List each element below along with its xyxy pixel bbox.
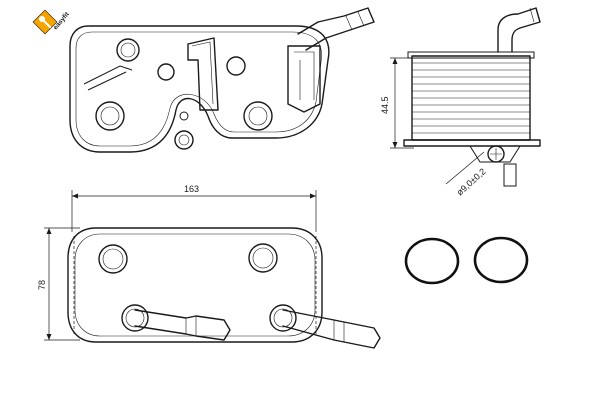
- front-fitting-left: [121, 304, 149, 332]
- top-view-body-outline: [69, 25, 330, 153]
- top-port-top-left: [116, 38, 140, 62]
- wrench-icon: [39, 16, 51, 28]
- top-mount-hole: [174, 130, 194, 150]
- front-pipe-left: [134, 309, 231, 341]
- top-view-bracket: [187, 37, 219, 111]
- thickness-dim-label: 44.5: [380, 96, 390, 114]
- top-port-top-right: [226, 56, 246, 76]
- o-ring-left: [404, 237, 460, 285]
- length-dim-label: 163: [184, 184, 199, 194]
- front-fitting-right: [269, 304, 297, 332]
- top-port-center: [157, 63, 175, 81]
- easyfit-badge: easyfit: [32, 9, 71, 35]
- side-view-fitting: [487, 145, 505, 163]
- front-port-left: [98, 244, 128, 274]
- o-ring-right: [473, 236, 529, 284]
- top-port-bottom-left: [95, 101, 125, 131]
- side-view-hose: [497, 7, 541, 53]
- cooler-side-view: 44.5 ø9,0±0,2: [380, 7, 541, 197]
- front-port-right: [248, 243, 278, 273]
- top-outlet-pipe: [297, 7, 375, 51]
- cooler-top-view: [69, 7, 375, 153]
- front-view-body-outline: [67, 227, 323, 343]
- cooler-front-view: 163 78: [37, 184, 381, 349]
- top-view-fitting: [287, 45, 321, 113]
- connector-diameter-label: ø9,0±0,2: [455, 166, 488, 197]
- height-dim-label: 78: [37, 280, 47, 290]
- front-pipe-right: [282, 309, 381, 349]
- top-port-bottom-right: [243, 101, 273, 131]
